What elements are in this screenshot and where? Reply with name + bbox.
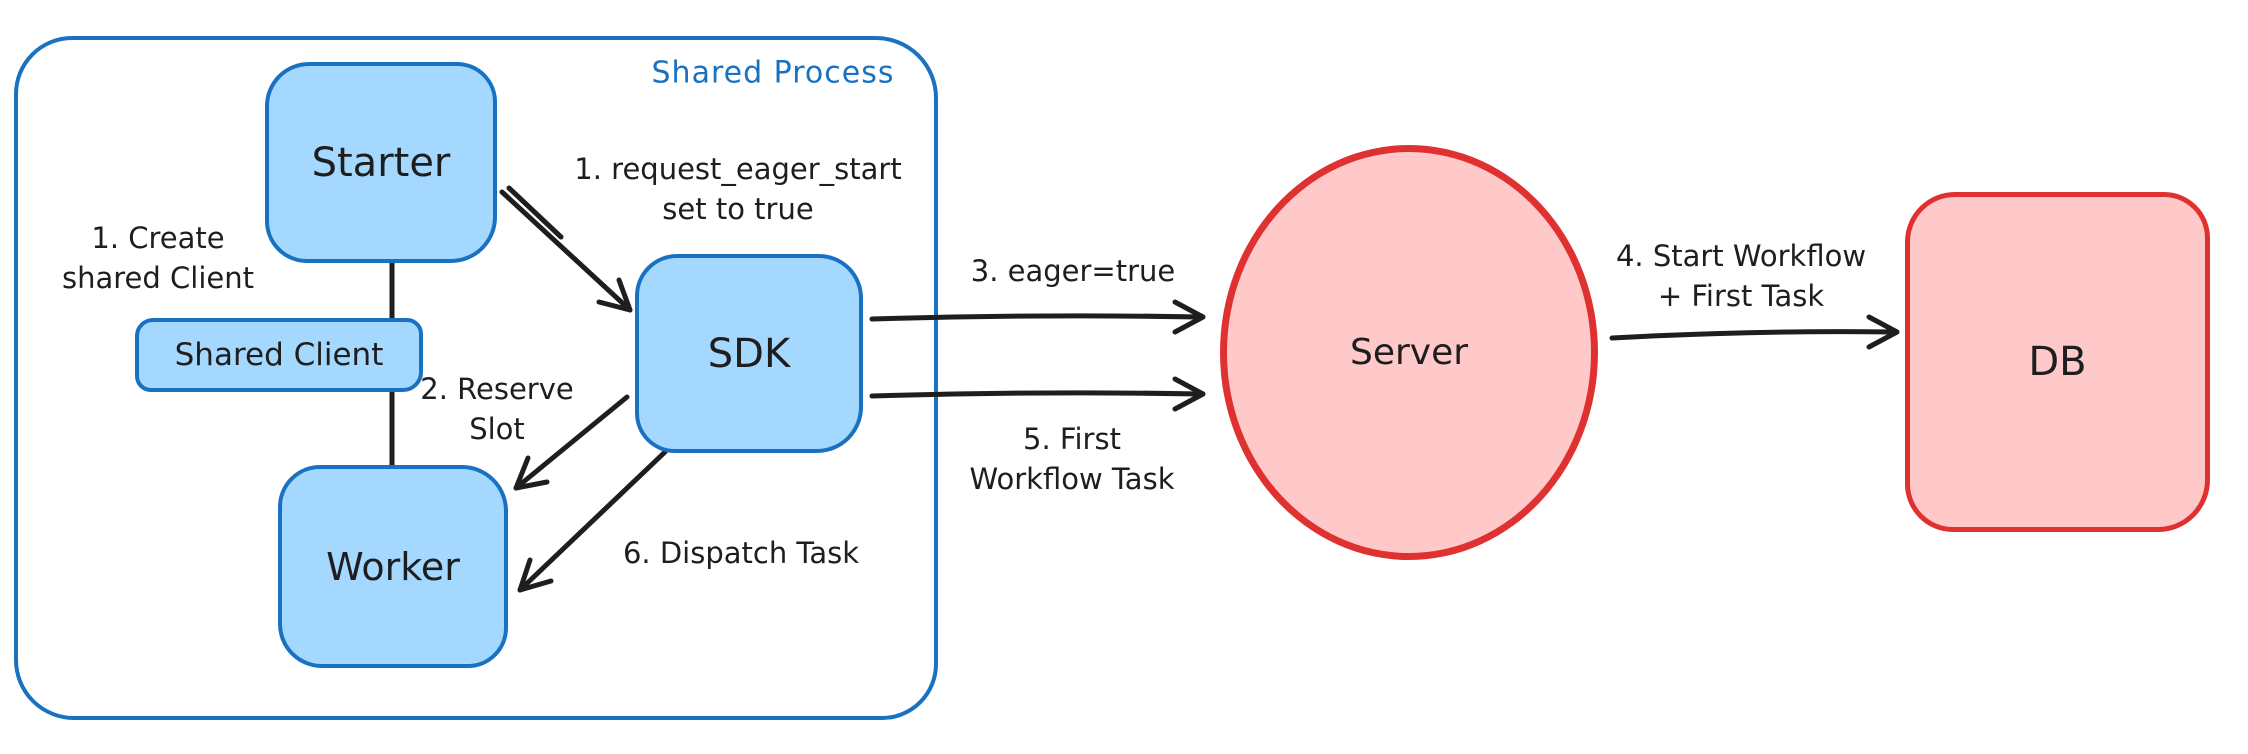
node-shared-client: Shared Client xyxy=(135,318,423,392)
annotation-line: Slot xyxy=(469,412,525,446)
shared-client-label: Shared Client xyxy=(174,337,384,373)
annotation-line: shared Client xyxy=(62,261,254,295)
annotation-request-eager-start: 1. request_eager_start set to true xyxy=(574,149,901,229)
arrow-sdk-server-eager xyxy=(869,299,1206,335)
server-label: Server xyxy=(1349,332,1469,373)
annotation-line: 3. eager=true xyxy=(970,254,1176,288)
annotation-line: 2. Reserve xyxy=(420,372,574,406)
annotation-line: set to true xyxy=(662,192,814,226)
node-worker: Worker xyxy=(278,465,508,668)
annotation-eager-true: 3. eager=true xyxy=(971,251,1176,291)
annotation-line: 1. request_eager_start xyxy=(574,152,902,186)
annotation-create-shared-client: 1. Create shared Client xyxy=(62,218,254,298)
shared-process-label: Shared Process xyxy=(651,55,895,91)
annotation-line: 4. Start Workflow xyxy=(1615,239,1867,273)
annotation-dispatch-task: 6. Dispatch Task xyxy=(623,533,859,573)
db-label: DB xyxy=(2028,339,2087,385)
starter-label: Starter xyxy=(311,139,451,186)
annotation-line: + First Task xyxy=(1657,279,1825,313)
annotation-line: 1. Create xyxy=(91,221,225,255)
annotation-start-workflow: 4. Start Workflow + First Task xyxy=(1616,236,1866,316)
node-sdk: SDK xyxy=(635,254,863,453)
node-db: DB xyxy=(1905,192,2210,532)
arrow-starter-sdk xyxy=(499,185,633,313)
arrow-sdk-worker-reserve xyxy=(513,394,630,491)
worker-label: Worker xyxy=(326,544,460,589)
node-starter: Starter xyxy=(265,62,497,263)
arrow-server-db xyxy=(1609,314,1900,350)
node-server: Server xyxy=(1220,145,1598,560)
annotation-line: Workflow Task xyxy=(969,462,1175,496)
shared-process-container xyxy=(14,36,938,720)
annotation-line: 5. First xyxy=(1023,422,1121,456)
annotation-first-workflow-task: 5. First Workflow Task xyxy=(970,419,1175,499)
annotation-reserve-slot: 2. Reserve Slot xyxy=(420,369,573,449)
sdk-label: SDK xyxy=(707,330,791,377)
arrow-sdk-worker-dispatch xyxy=(517,449,668,593)
annotation-line: 6. Dispatch Task xyxy=(622,536,860,570)
arrow-sdk-server-first-task xyxy=(869,376,1206,412)
